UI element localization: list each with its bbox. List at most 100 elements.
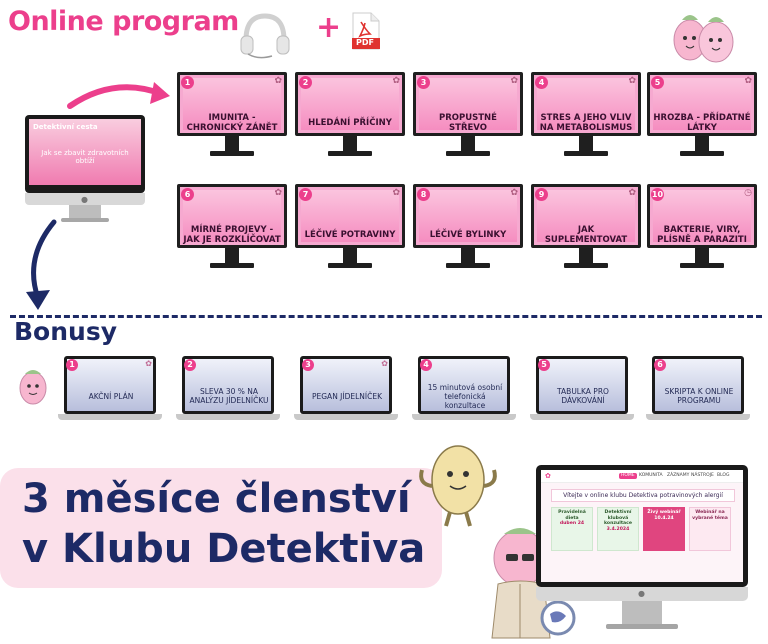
program-item[interactable]: 8 ✿ LÉČIVÉ BYLINKY — [413, 184, 523, 276]
item-number: 1 — [66, 359, 78, 371]
pdf-icon — [352, 12, 380, 50]
nav-nastroje[interactable]: NÁSTROJE — [691, 473, 714, 478]
item-number: 9 — [535, 188, 548, 201]
card-sub: 3.4.2024 — [606, 527, 630, 533]
sticker-icon: ✿ — [381, 359, 388, 368]
club-nav: ✿ HOME KOMUNITA ZÁZNAMY NÁSTROJE BLOG — [541, 470, 743, 483]
membership-line2: v Klubu Detektiva — [22, 526, 426, 572]
item-number: 8 — [417, 188, 430, 201]
sticker-icon: ✿ — [510, 76, 518, 86]
imac-title: Detektivní cesta — [33, 123, 98, 131]
sticker-icon: ✿ — [392, 76, 400, 86]
detective-mascot-icon — [470, 522, 580, 640]
club-card[interactable]: Živý webinář 10.4.24 — [643, 507, 685, 551]
club-card[interactable]: Detektivní klubová konzultace 3.4.2024 — [597, 507, 639, 551]
item-number: 4 — [535, 76, 548, 89]
sticker-icon: ✿ — [392, 188, 400, 198]
card-title: Webinář na vybrané téma — [692, 510, 728, 521]
intro-imac: Detektivní cesta Jak se zbavit zdravotní… — [25, 115, 145, 227]
item-number: 10 — [651, 188, 664, 201]
apple-logo-icon: ● — [81, 195, 88, 204]
item-label: BAKTERIE, VIRY, PLÍSNĚ A PARAZITI — [657, 225, 747, 245]
membership-banner — [0, 468, 442, 588]
club-card[interactable]: Pravidelná dieta duben 24 — [551, 507, 593, 551]
sticker-icon: ✿ — [510, 188, 518, 198]
program-item[interactable]: 9 ✿ JAK SUPLEMENTOVAT — [531, 184, 641, 276]
item-number: 6 — [654, 359, 666, 371]
program-item[interactable]: 10 ◷ BAKTERIE, VIRY, PLÍSNĚ A PARAZITI — [647, 184, 757, 276]
card-title: Detektivní klubová konzultace — [603, 510, 632, 527]
item-label: PEGAN JÍDELNÍČEK — [311, 391, 383, 401]
item-label: JAK SUPLEMENTOVAT — [544, 225, 628, 245]
plus-sign: + — [316, 10, 342, 45]
item-number: 1 — [181, 76, 194, 89]
item-label: LÉČIVÉ POTRAVINY — [304, 230, 396, 241]
nav-blog[interactable]: BLOG — [717, 473, 730, 478]
club-heading: Vítejte v online klubu Detektiva potravi… — [551, 489, 735, 502]
club-monitor: ✿ HOME KOMUNITA ZÁZNAMY NÁSTROJE BLOG Ví… — [536, 465, 748, 635]
sticker-icon: ✿ — [145, 359, 152, 368]
item-number: 3 — [417, 76, 430, 89]
item-number: 3 — [302, 359, 314, 371]
item-label: MÍRNÉ PROJEVY - JAK JE ROZKLÍČOVAT — [183, 225, 281, 245]
item-label: PROPUSTNÉ STŘEVO — [439, 113, 497, 133]
section-divider — [10, 315, 762, 318]
item-number: 2 — [299, 76, 312, 89]
sticker-icon: ✿ — [628, 76, 636, 86]
mascots-illustration — [668, 6, 740, 68]
clock-icon: ◷ — [744, 188, 752, 198]
strawberry-mascot-icon — [16, 366, 50, 408]
pdf-label: PDF — [356, 38, 374, 47]
item-label: IMUNITA - CHRONICKÝ ZÁNĚT — [186, 113, 278, 133]
card-title: Pravidelná dieta — [558, 510, 586, 521]
navy-arrow-icon — [18, 218, 62, 314]
nav-komunita[interactable]: KOMUNITA — [639, 473, 663, 478]
item-number: 4 — [420, 359, 432, 371]
pink-arrow-icon — [64, 76, 174, 116]
bonus-item[interactable]: 4 15 minutová osobní telefonická konzult… — [412, 356, 516, 426]
item-label: HLEDÁNÍ PŘÍČINY — [308, 118, 392, 129]
item-number: 7 — [299, 188, 312, 201]
bonus-heading: Bonusy — [14, 317, 118, 346]
program-item[interactable]: 6 ✿ MÍRNÉ PROJEVY - JAK JE ROZKLÍČOVAT — [177, 184, 287, 276]
program-title: Online program — [8, 6, 239, 37]
nav-zaznamy[interactable]: ZÁZNAMY — [667, 473, 690, 478]
item-number: 2 — [184, 359, 196, 371]
program-item[interactable]: 2 ✿ HLEDÁNÍ PŘÍČINY — [295, 72, 405, 164]
club-card[interactable]: Webinář na vybrané téma — [689, 507, 731, 551]
imac-subtitle: Jak se zbavit zdravotních obtíží — [41, 149, 129, 165]
bonus-item[interactable]: 3 ✿ PEGAN JÍDELNÍČEK — [294, 356, 398, 426]
item-label: STRES A JEHO VLIV NA METABOLISMUS — [539, 113, 633, 133]
membership-line1: 3 měsíce členství — [22, 476, 411, 522]
apple-logo-icon: ● — [638, 589, 645, 598]
item-label: TABULKA PRO DÁVKOVÁNÍ — [557, 387, 609, 405]
item-number: 5 — [651, 76, 664, 89]
program-item[interactable]: 3 ✿ PROPUSTNÉ STŘEVO — [413, 72, 523, 164]
bonus-item[interactable]: 1 ✿ AKČNÍ PLÁN — [58, 356, 162, 426]
card-sub: 10.4.24 — [654, 515, 674, 521]
item-label: SLEVA 30 % NA ANALÝZU JÍDELNÍČKU — [189, 387, 269, 405]
item-label: SKRIPTA K ONLINE PROGRAMU — [664, 387, 734, 405]
item-label: 15 minutová osobní telefonická konzultac… — [427, 382, 503, 410]
bonus-item[interactable]: 5 TABULKA PRO DÁVKOVÁNÍ — [530, 356, 634, 426]
sticker-icon: ✿ — [274, 188, 282, 198]
program-item[interactable]: 1 ✿ IMUNITA - CHRONICKÝ ZÁNĚT — [177, 72, 287, 164]
program-item[interactable]: 4 ✿ STRES A JEHO VLIV NA METABOLISMUS — [531, 72, 641, 164]
potato-mascot-icon — [412, 440, 502, 528]
program-item[interactable]: 5 ✿ HROZBA - PŘÍDATNÉ LÁTKY — [647, 72, 757, 164]
sticker-icon: ✿ — [628, 188, 636, 198]
item-label: HROZBA - PŘÍDATNÉ LÁTKY — [653, 113, 751, 133]
headphones-icon — [238, 10, 292, 60]
program-item[interactable]: 7 ✿ LÉČIVÉ POTRAVINY — [295, 184, 405, 276]
item-number: 6 — [181, 188, 194, 201]
nav-home[interactable]: HOME — [619, 473, 637, 479]
item-label: LÉČIVÉ BYLINKY — [429, 230, 507, 241]
sticker-icon: ✿ — [274, 76, 282, 86]
card-title: Živý webinář — [647, 510, 681, 515]
item-number: 5 — [538, 359, 550, 371]
sticker-icon: ✿ — [744, 76, 752, 86]
card-sub: duben 24 — [559, 521, 585, 527]
bonus-item[interactable]: 6 SKRIPTA K ONLINE PROGRAMU — [646, 356, 750, 426]
item-label: AKČNÍ PLÁN — [88, 391, 134, 401]
bonus-item[interactable]: 2 SLEVA 30 % NA ANALÝZU JÍDELNÍČKU — [176, 356, 280, 426]
